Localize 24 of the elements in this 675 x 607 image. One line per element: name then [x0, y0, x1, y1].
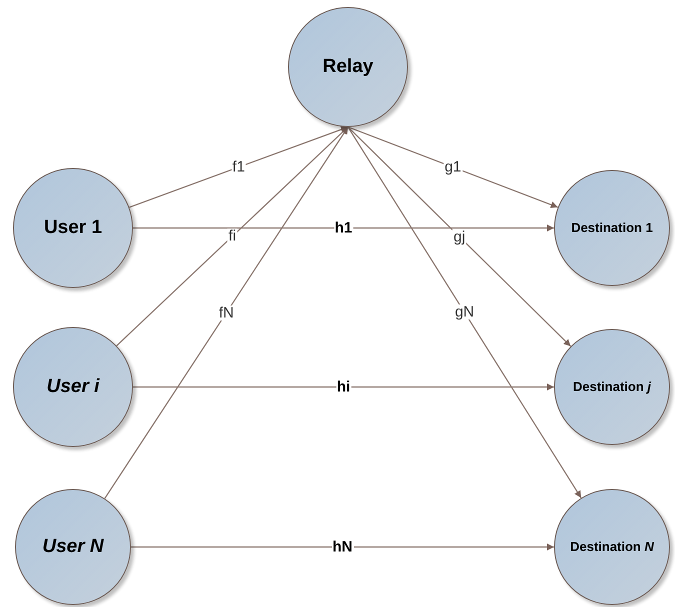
arrow — [348, 126, 572, 347]
edge-label: fi — [228, 228, 238, 244]
node-label: User 1 — [44, 216, 102, 240]
arrow — [133, 224, 554, 232]
node-label: Relay — [322, 55, 374, 79]
node-label: Destination j — [572, 378, 652, 396]
arrow — [104, 126, 348, 499]
edge-label: gj — [452, 229, 466, 244]
edge-label: hi — [336, 380, 352, 394]
arrow — [131, 544, 554, 550]
node-label: Destination N — [570, 538, 654, 556]
arrow — [116, 126, 348, 346]
arrow — [129, 126, 348, 208]
edge-label: hN — [332, 540, 354, 554]
edge-label: fN — [218, 305, 235, 320]
edge-label: gN — [454, 304, 476, 320]
arrow — [348, 126, 582, 498]
arrow — [348, 126, 558, 208]
edge-label: h1 — [334, 220, 354, 236]
arrow — [133, 384, 554, 390]
node-label: User i — [46, 375, 100, 399]
node-label: Destination 1 — [571, 220, 653, 236]
node-label: User N — [42, 535, 104, 559]
edge-label: g1 — [444, 160, 462, 175]
